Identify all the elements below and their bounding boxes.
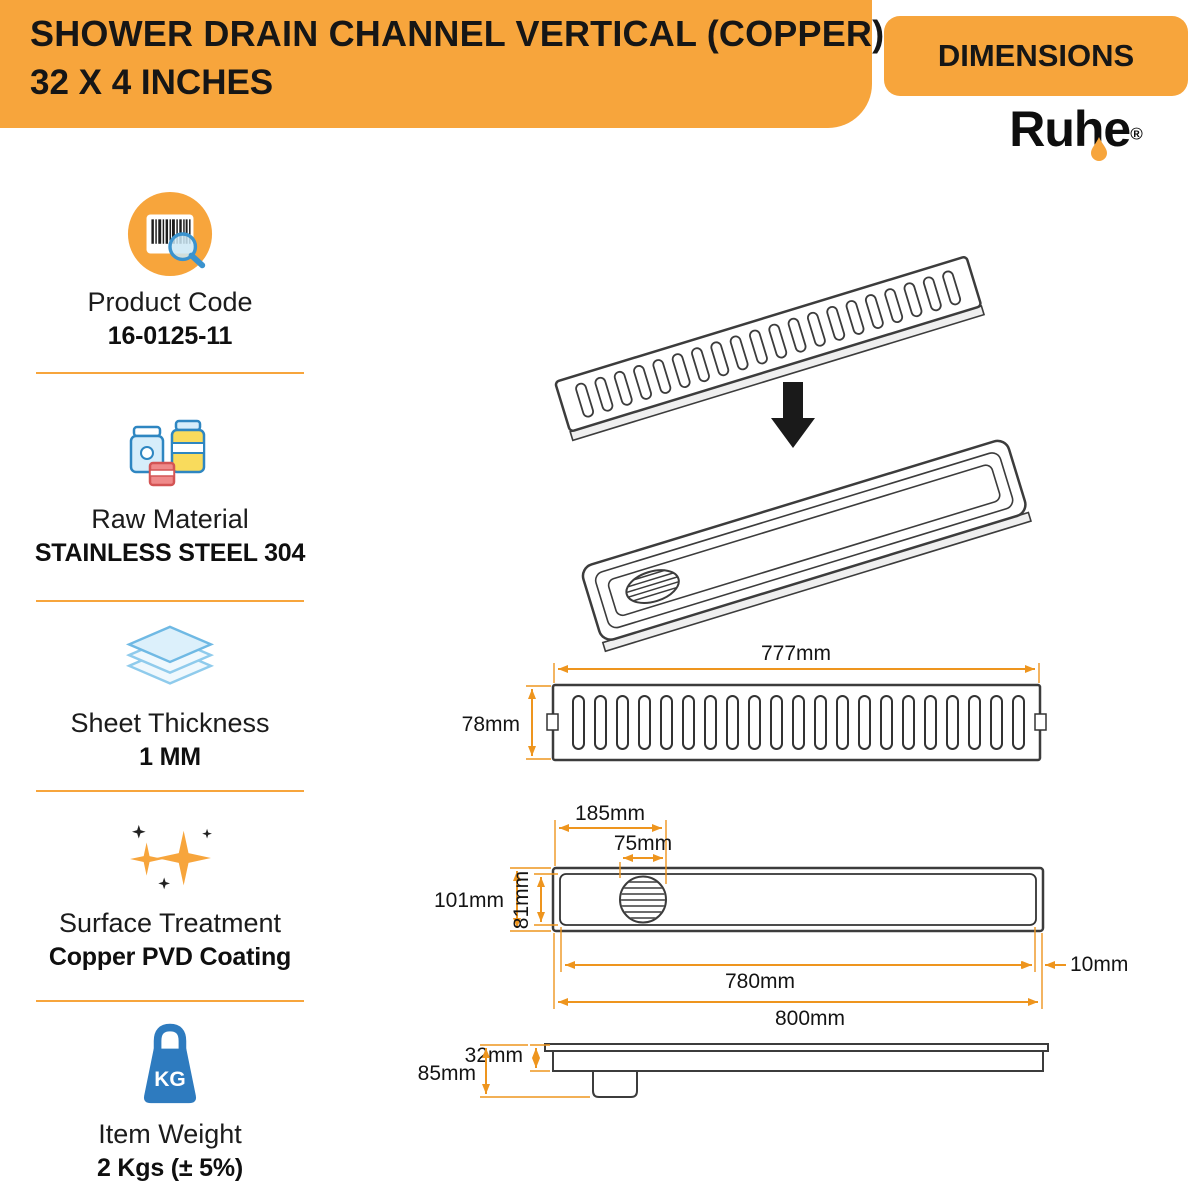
dim-label-85mm: 85mm [418,1062,476,1085]
page-title: SHOWER DRAIN CHANNEL VERTICAL (COPPER) [30,13,885,54]
spec-label: Sheet Thickness [70,707,270,738]
containers-icon [129,419,206,486]
spec-item-weight: KG Item Weight 2 Kgs (± 5%) [36,1000,304,1195]
dim-label-777mm: 777mm [761,642,831,665]
dim-outer-length: 800mm [553,933,1038,1030]
dim-label-32mm: 32mm [465,1044,523,1067]
dim-channel-height: 32mm [465,1044,550,1072]
grate-top-slots [572,695,1025,750]
water-drop-icon [1091,137,1107,161]
spec-label: Item Weight [98,1119,242,1149]
dim-grate-length: 777mm [553,642,1040,683]
spec-label: Raw Material [91,503,249,534]
dimensions-banner: DIMENSIONS [884,16,1188,96]
spec-value: 16-0125-11 [107,321,233,350]
dim-inner-length: 780mm [560,927,1036,993]
drain-hatching [621,881,665,919]
dim-label-780mm: 780mm [725,970,795,993]
spec-value: STAINLESS STEEL 304 [34,538,306,567]
dim-inner-width: 81mm [510,871,558,929]
dim-label-75mm: 75mm [614,832,672,855]
dim-label-800mm: 800mm [775,1007,845,1030]
dim-label-10mm: 10mm [1070,953,1128,976]
spec-value: 1 MM [139,742,201,771]
technical-drawings: 777mm 78mm [418,256,1128,1098]
spec-label: Surface Treatment [58,907,282,938]
drain-outlet-stub [592,1070,638,1098]
channel-top-view: 185mm 75mm 101mm 81mm [434,802,1128,1030]
grate-iso-drawing [554,256,986,442]
weight-kg-icon: KG [143,1023,197,1104]
spec-surface-treatment: Surface Treatment Copper PVD Coating [36,790,304,1000]
dim-label-78mm: 78mm [462,713,520,736]
dim-outer-width: 101mm [434,867,551,932]
dimensions-label: DIMENSIONS [937,38,1135,73]
grate-top-view: 777mm 78mm [462,642,1047,762]
registered-mark: ® [1130,124,1143,144]
barcode-search-icon [127,191,213,276]
exploded-isometric-view [554,256,1032,653]
brand-name: Ruhe [1009,101,1131,157]
grate-right-notch [1034,713,1047,731]
brand-logo: Ruhe® [962,100,1190,170]
grate-left-notch [546,713,559,731]
dim-drain-offset: 185mm [554,802,667,884]
spec-value: 2 Kgs (± 5%) [96,1154,244,1182]
dim-label-185mm: 185mm [575,802,645,825]
page-subtitle: 32 X 4 INCHES [30,63,274,102]
dim-grate-width: 78mm [462,685,551,760]
dim-label-101mm: 101mm [434,889,504,912]
spec-value: Copper PVD Coating [48,942,292,971]
sheet-layers-icon [125,625,215,685]
dim-label-81mm: 81mm [510,871,533,929]
kg-label: KG [154,1068,186,1091]
dim-drain-diameter: 75mm [614,832,672,878]
title-banner: SHOWER DRAIN CHANNEL VERTICAL (COPPER) 3… [0,0,885,128]
dim-wall-thickness: 10mm [1010,933,1128,1009]
channel-iso-drawing [581,439,1032,653]
sparkles-icon [130,824,212,889]
spec-label: Product Code [87,286,253,317]
dim-total-height: 85mm [418,1044,590,1098]
grate-iso-slots [575,270,962,418]
assembly-arrow-icon [771,382,815,448]
channel-side-view: 32mm 85mm [418,1043,1049,1098]
spec-raw-material: Raw Material STAINLESS STEEL 304 [34,372,306,600]
spec-product-code: Product Code 16-0125-11 [36,168,304,372]
spec-sheet-thickness: Sheet Thickness 1 MM [36,600,304,790]
spec-list: Product Code 16-0125-11 Raw Material STA… [34,168,306,1195]
